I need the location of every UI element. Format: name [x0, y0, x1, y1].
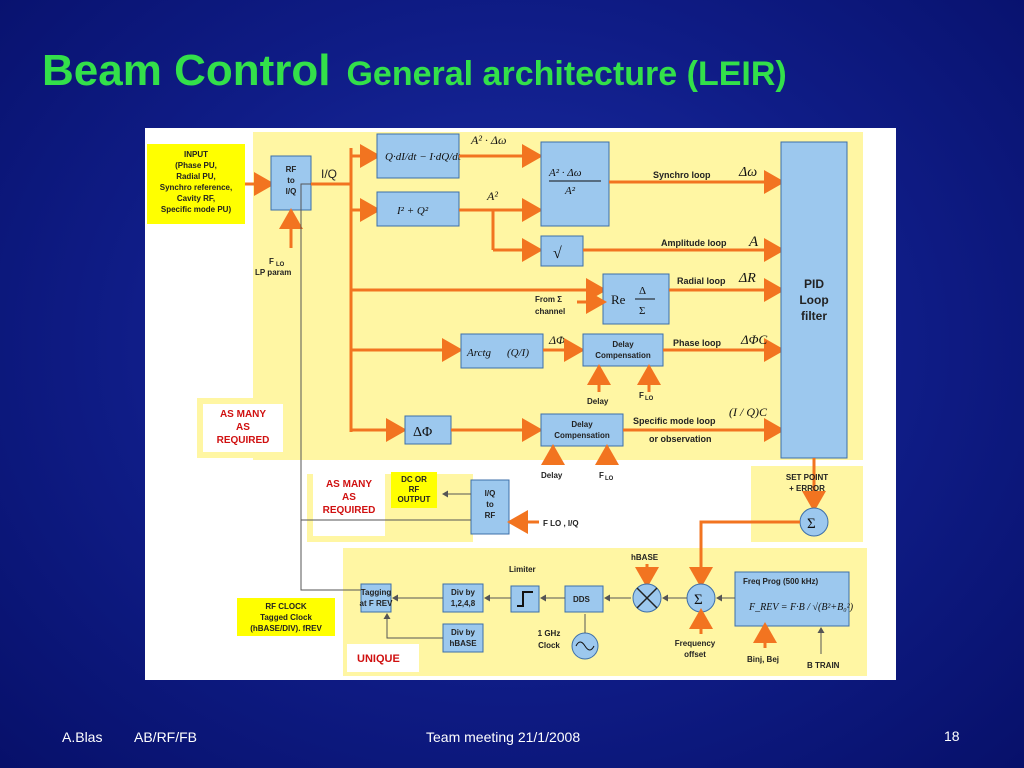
svg-text:channel: channel — [535, 307, 565, 316]
svg-text:(I / Q)C: (I / Q)C — [729, 405, 768, 419]
svg-text:Div by1,2,4,8: Div by1,2,4,8 — [451, 588, 476, 608]
div-by-hbase — [442, 623, 484, 653]
svg-text:or observation: or observation — [649, 434, 712, 444]
svg-text:I/Q: I/Q — [321, 167, 337, 181]
svg-text:ΔR: ΔR — [738, 271, 756, 286]
title-sub: General architecture (LEIR) — [346, 55, 787, 93]
svg-text:I² + Q²: I² + Q² — [396, 205, 429, 217]
amplitude-square-block — [376, 191, 460, 227]
svg-text:Re: Re — [611, 292, 626, 307]
svg-text:ΔΦC: ΔΦC — [740, 332, 768, 347]
svg-text:(Q/I): (Q/I) — [507, 347, 529, 359]
svg-text:LP param: LP param — [255, 268, 291, 277]
svg-text:Phase loop: Phase loop — [673, 338, 722, 348]
div-by-1248 — [442, 583, 484, 613]
svg-text:Synchro loop: Synchro loop — [653, 170, 711, 180]
dds-block — [564, 585, 604, 613]
delay-compensation-2 — [540, 413, 624, 447]
svg-text:F LO , I/Q: F LO , I/Q — [543, 519, 579, 528]
page-number: 18 — [944, 728, 960, 744]
svg-text:A²: A² — [564, 185, 576, 197]
slide-title: Beam Control General architecture (LEIR) — [42, 46, 787, 96]
svg-text:F: F — [599, 471, 604, 480]
svg-text:F: F — [639, 391, 644, 400]
derivative-block — [376, 133, 460, 179]
as-many-required-2 — [313, 474, 385, 536]
svg-text:Binj, Bej: Binj, Bej — [747, 655, 779, 664]
footer-author: A.Blas — [62, 729, 103, 745]
svg-text:Σ: Σ — [639, 305, 645, 317]
as-many-required-1 — [203, 404, 283, 452]
dphi-block — [404, 415, 452, 445]
dc-or-rf-output — [391, 472, 437, 508]
svg-text:Δ: Δ — [639, 285, 646, 297]
svg-text:LO: LO — [645, 396, 654, 402]
svg-text:SET POINT+ ERROR: SET POINT+ ERROR — [786, 473, 828, 493]
svg-text:B TRAIN: B TRAIN — [807, 661, 840, 670]
freq-prog-block — [734, 571, 850, 627]
svg-text:A: A — [748, 234, 759, 250]
svg-text:INPUT(Phase PU,Radial PU,Synch: INPUT(Phase PU,Radial PU,Synchro referen… — [160, 150, 232, 214]
svg-text:Δω: Δω — [738, 165, 757, 180]
svg-text:LO: LO — [605, 476, 614, 482]
svg-text:Limiter: Limiter — [509, 565, 536, 574]
footer-event: Team meeting 21/1/2008 — [426, 729, 581, 745]
title-main: Beam Control — [42, 46, 331, 95]
svg-text:hBASE: hBASE — [631, 553, 659, 562]
svg-text:Delay: Delay — [541, 471, 563, 480]
tagging-block — [360, 583, 392, 613]
svg-text:Specific mode loop: Specific mode loop — [633, 416, 716, 426]
svg-text:Freq Prog (500 kHz): Freq Prog (500 kHz) — [743, 577, 818, 586]
iq-to-rf-block — [470, 479, 510, 535]
unique-box — [347, 644, 419, 672]
svg-text:√: √ — [553, 245, 562, 262]
svg-text:Arctg: Arctg — [466, 347, 492, 359]
svg-text:Radial loop: Radial loop — [677, 276, 726, 286]
delay-compensation-1 — [582, 333, 664, 367]
sqrt-block — [540, 235, 584, 267]
svg-text:ΔΦ: ΔΦ — [548, 333, 565, 347]
architecture-diagram: INPUT(Phase PU,Radial PU,Synchro referen… — [145, 128, 896, 680]
limiter-block — [510, 585, 540, 613]
svg-text:DDS: DDS — [573, 595, 591, 604]
svg-text:Σ: Σ — [694, 592, 703, 608]
svg-text:UNIQUE: UNIQUE — [357, 653, 400, 665]
svg-text:F_REV = F·B / √(B²+B₀²): F_REV = F·B / √(B²+B₀²) — [748, 602, 854, 613]
svg-text:Amplitude loop: Amplitude loop — [661, 238, 727, 248]
rf-to-iq-block — [270, 155, 312, 211]
svg-text:ΔΦ: ΔΦ — [413, 425, 432, 440]
pid-loop-filter — [780, 141, 848, 459]
svg-text:A² · Δω: A² · Δω — [548, 167, 582, 179]
ratio-block — [540, 141, 610, 227]
svg-text:LO: LO — [276, 262, 285, 268]
svg-text:Q·dI/dt − I·dQ/dt: Q·dI/dt − I·dQ/dt — [385, 151, 462, 163]
svg-text:Delay: Delay — [587, 397, 609, 406]
svg-text:From Σ: From Σ — [535, 295, 562, 304]
svg-text:A²: A² — [486, 189, 498, 203]
svg-text:A² · Δω: A² · Δω — [470, 133, 506, 147]
svg-text:F: F — [269, 257, 274, 266]
rf-clock-box — [237, 598, 335, 636]
footer-group: AB/RF/FB — [134, 729, 198, 745]
input-box — [147, 144, 245, 224]
svg-text:Σ: Σ — [807, 516, 816, 532]
